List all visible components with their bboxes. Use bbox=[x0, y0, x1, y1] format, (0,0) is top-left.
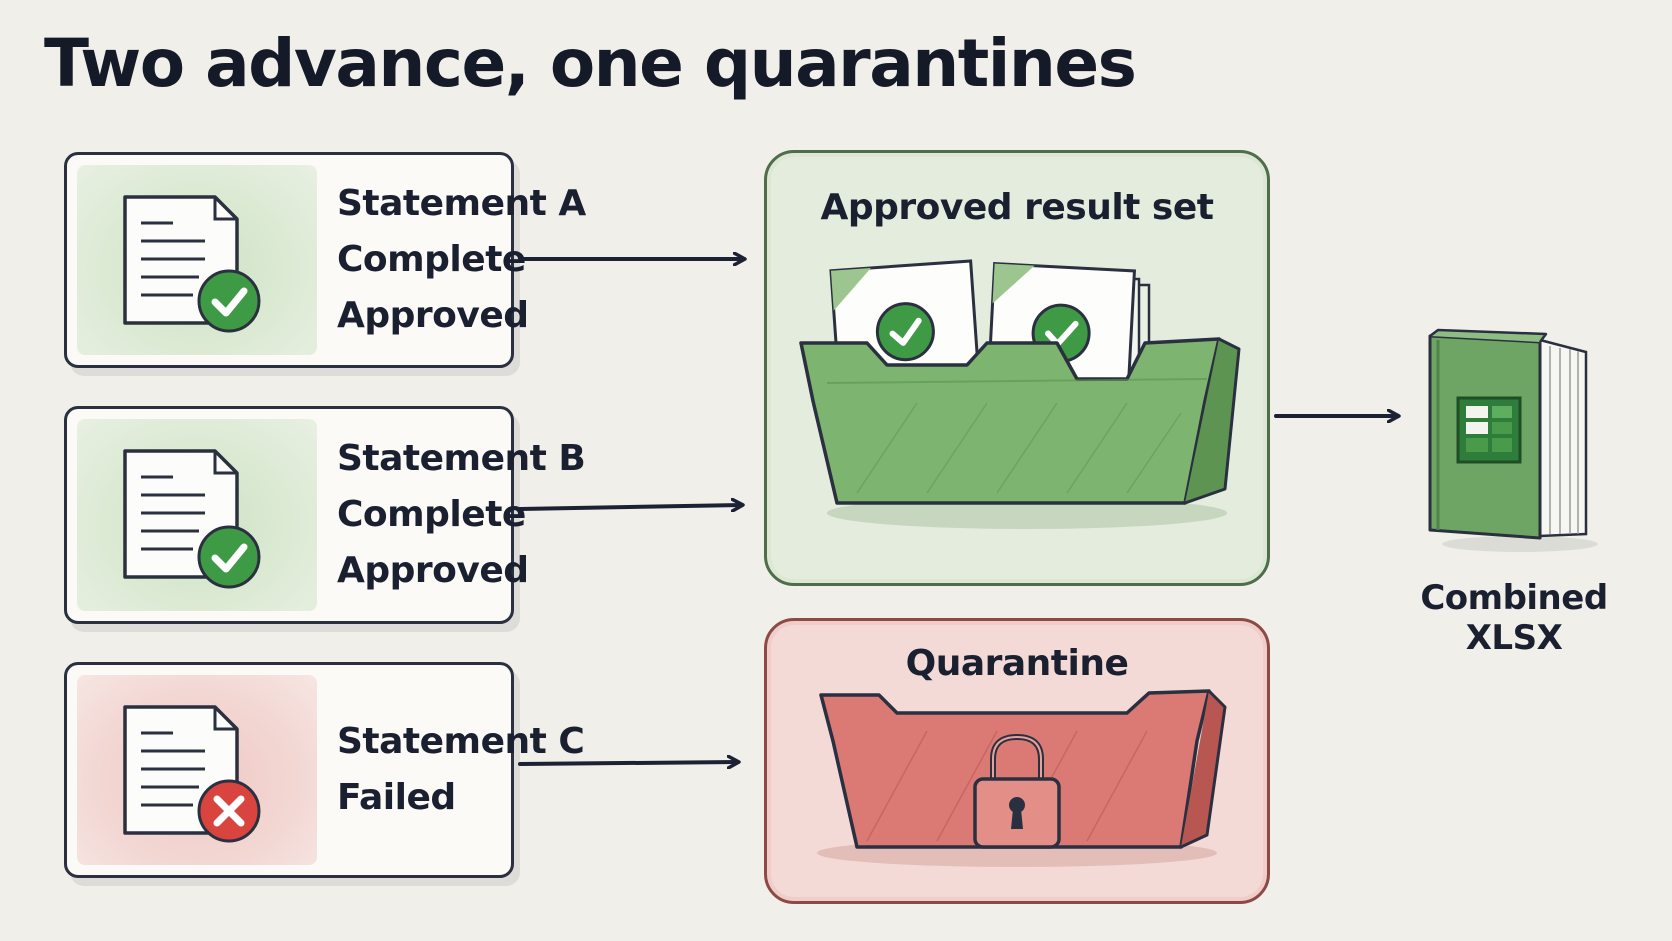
document-failed-icon bbox=[77, 675, 317, 865]
document-approved-icon bbox=[77, 165, 317, 355]
statement-name: Statement A bbox=[337, 183, 586, 224]
statement-status-line: Approved bbox=[337, 295, 529, 336]
statement-card-c: Statement C Failed bbox=[64, 662, 585, 878]
document-approved-icon bbox=[77, 419, 317, 611]
statement-name: Statement C bbox=[337, 721, 585, 762]
spreadsheet-book-icon bbox=[1428, 328, 1598, 552]
combined-xlsx-label: Combined XLSX bbox=[1420, 578, 1608, 658]
approved-result-set-title: Approved result set bbox=[820, 187, 1214, 228]
statement-status-line: Complete bbox=[337, 239, 526, 280]
statement-status-line: Failed bbox=[337, 777, 456, 818]
arrow-c-to-quarantine bbox=[518, 762, 738, 764]
statement-card-a: Statement A Complete Approved bbox=[64, 152, 586, 368]
approved-result-set-panel: Approved result set bbox=[764, 150, 1270, 586]
statement-card-b: Statement B Complete Approved bbox=[64, 406, 586, 624]
locked-folder-icon bbox=[817, 689, 1227, 867]
statement-name: Statement B bbox=[337, 438, 586, 479]
approved-folder-icon bbox=[799, 259, 1241, 529]
statement-status-line: Complete bbox=[337, 494, 526, 535]
quarantine-title: Quarantine bbox=[905, 643, 1129, 684]
diagram-title: Two advance, one quarantines bbox=[44, 25, 1137, 102]
quarantine-panel: Quarantine bbox=[764, 618, 1270, 904]
arrow-b-to-approved bbox=[518, 505, 742, 509]
statement-status-line: Approved bbox=[337, 550, 529, 591]
